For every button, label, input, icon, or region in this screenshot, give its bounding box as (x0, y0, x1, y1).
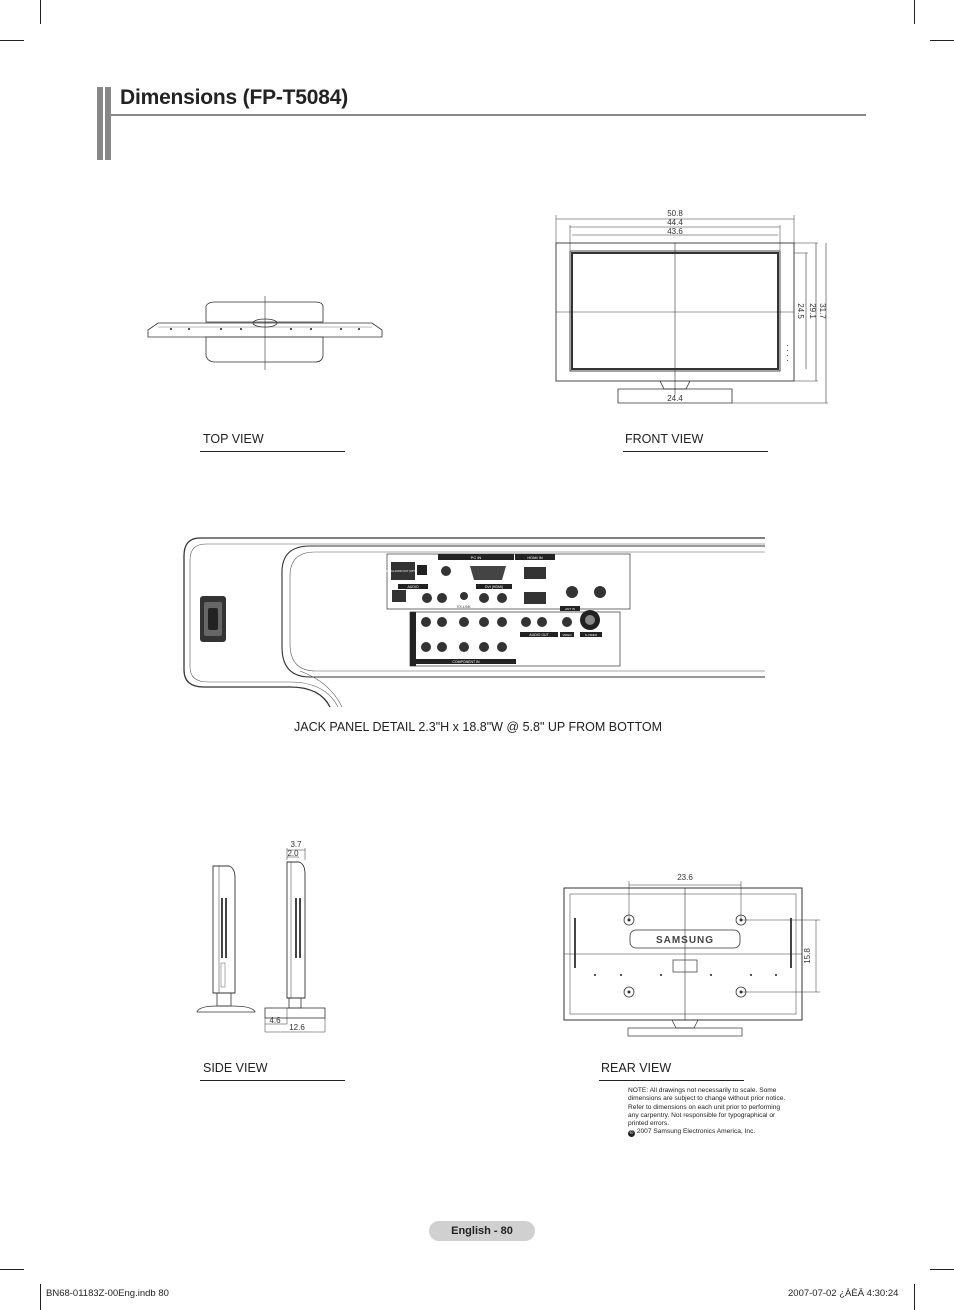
ex-link-label: EX-LINK (457, 605, 471, 609)
front-view-drawing: 50.8 44.4 43.6 24.4 24.5 29.1 31.7 (555, 209, 828, 404)
note-line: NOTE: All drawings not necessarily to sc… (628, 1087, 777, 1094)
crop-mark (40, 1284, 41, 1310)
crop-mark (0, 1269, 24, 1270)
hdmi-in-label: HDMI IN (527, 555, 542, 560)
note-line: Refer to dimensions on each unit prior t… (628, 1103, 781, 1111)
mount-height-dim: 15.8 (803, 948, 812, 964)
pc-in-label: PC IN (471, 555, 482, 560)
side-view-rule (200, 1080, 345, 1081)
crop-mark (40, 0, 41, 24)
mount-width-dim: 23.6 (677, 873, 693, 882)
samsung-logo: SAMSUNG (656, 935, 714, 946)
front-view-rule (623, 451, 768, 452)
crop-mark (930, 40, 954, 41)
copyright-line: © 2007 Samsung Electronics America, Inc. (628, 1128, 798, 1138)
stand-depth-small-dim: 4.6 (269, 1016, 281, 1025)
component-in-label: COMPONENT IN (452, 660, 480, 664)
audio-label: AUDIO (407, 585, 418, 589)
bezel-width-dim: 44.4 (667, 218, 683, 227)
title-rule (111, 114, 866, 116)
audio-out-label: AUDIO OUT (529, 633, 549, 637)
dvi-hdmi-label: DVI (HDMI) (485, 585, 503, 589)
total-height-dim: 31.7 (818, 303, 827, 319)
depth-inner-dim: 2.0 (287, 849, 299, 858)
overall-width-dim: 50.8 (667, 209, 683, 218)
page-number: English - 80 (429, 1221, 535, 1241)
depth-top-dim: 3.7 (290, 840, 302, 849)
top-view-rule (200, 451, 345, 452)
crop-mark (914, 0, 915, 24)
video-label: VIDEO (562, 633, 572, 637)
ant-in-label: ANT IN (565, 607, 575, 611)
title-accent-bar (97, 87, 111, 160)
top-view-label: TOP VIEW (203, 432, 264, 446)
jack-panel-drawing: DIGITAL AUDIO OUT (OPTICAL) PC IN HDMI I… (183, 537, 765, 708)
digital-audio-label: DIGITAL AUDIO OUT (OPTICAL) (385, 570, 422, 573)
s-video-label: S-VIDEO (585, 633, 598, 637)
side-view-drawing: 3.7 2.0 4.6 12.6 (196, 840, 326, 1033)
copyright-text: 2007 Samsung Electronics America, Inc. (636, 1128, 756, 1136)
footer-file-info: BN68-01183Z-00Eng.indb 80 (46, 1288, 169, 1299)
top-view-drawing (147, 296, 383, 370)
body-height-dim: 29.1 (808, 303, 817, 319)
screen-height-dim: 24.5 (796, 303, 805, 319)
stand-width-dim: 24.4 (667, 394, 683, 403)
note-line: printed errors. (628, 1120, 670, 1128)
note-line: dimensions are subject to change without… (628, 1095, 786, 1103)
rear-view-drawing: 23.6 SAMSUNG 15.8 (563, 873, 820, 1037)
screen-width-dim: 43.6 (667, 227, 683, 236)
jack-panel-caption: JACK PANEL DETAIL 2.3"H x 18.8"W @ 5.8" … (294, 720, 662, 734)
side-view-label: SIDE VIEW (203, 1061, 268, 1075)
crop-mark (930, 1269, 954, 1270)
stand-depth-dim: 12.6 (289, 1023, 305, 1032)
copyright-icon: © (628, 1130, 635, 1138)
rear-view-label: REAR VIEW (601, 1061, 672, 1075)
disclaimer-note: NOTE: All drawings not necessarily to sc… (628, 1087, 798, 1138)
rear-view-rule (599, 1080, 744, 1081)
front-view-label: FRONT VIEW (625, 432, 704, 446)
page-title: Dimensions (FP-T5084) (120, 86, 349, 109)
footer-timestamp: 2007-07-02 ¿ÀÈÄ 4:30:24 (788, 1288, 899, 1299)
note-line: any carpentry. Not responsible for typog… (628, 1111, 776, 1119)
crop-mark (0, 40, 24, 41)
crop-mark (914, 1284, 915, 1310)
